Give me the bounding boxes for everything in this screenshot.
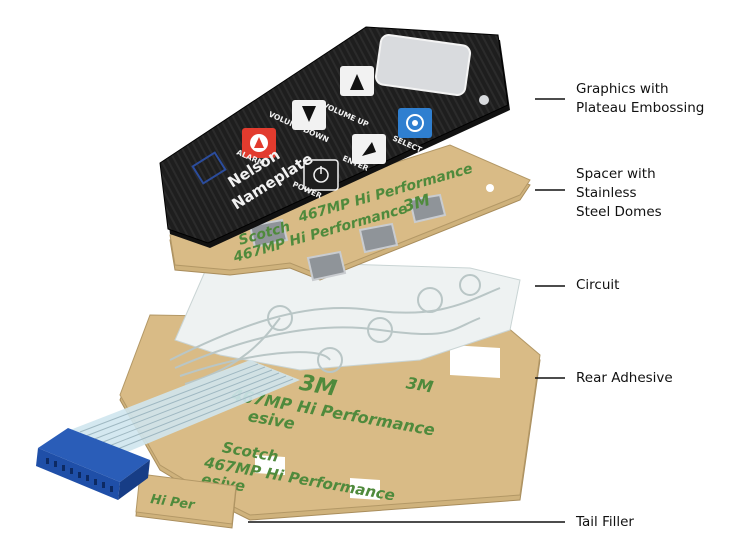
adhesive-brand-3m-2: 3M	[405, 373, 435, 396]
spacer-callout-line-3: Steel Domes	[576, 204, 662, 220]
circuit-pad	[459, 274, 481, 296]
tail-filler-callout-line: Tail Filler	[576, 514, 634, 530]
circuit-trace	[179, 351, 331, 377]
connector	[36, 428, 150, 500]
graphic-overlay: VOLUME UP VOLUME DOWN SELECT ALARM ENTER…	[159, 26, 510, 248]
spacer-callout-line-2: Stainless	[576, 185, 637, 201]
spacer-hole	[486, 184, 494, 192]
tail-filler-layer: Hi Per	[135, 473, 237, 529]
circuit-pad	[317, 347, 343, 373]
circuit-trace	[184, 317, 281, 385]
display-window	[374, 34, 472, 96]
steel-dome	[358, 222, 399, 254]
circuit-trace	[174, 317, 481, 369]
circuit-pad	[417, 287, 443, 313]
power-key[interactable]	[303, 159, 339, 191]
graphics-callout-line-1: Graphics with	[576, 81, 669, 97]
tail-filler-text: Hi Per	[149, 492, 196, 513]
spacer-layer: Scotch 467MP Hi Performance 467MP Hi Per…	[169, 144, 531, 282]
adhesive-cutout	[450, 345, 500, 378]
circuit-callout: Circuit	[576, 276, 619, 295]
spacer-callout: Spacer with Stainless Steel Domes	[576, 165, 662, 222]
select-icon	[406, 114, 424, 132]
adhesive-cutout	[350, 478, 380, 500]
enter-icon	[362, 142, 376, 156]
tail-filler-callout: Tail Filler	[576, 513, 634, 532]
graphics-callout-line-2: Plateau Embossing	[576, 100, 705, 116]
circuit-pad	[367, 317, 393, 343]
volume-up-icon	[350, 74, 364, 90]
logo-mark-icon	[191, 151, 227, 185]
graphics-callout: Graphics with Plateau Embossing	[576, 80, 704, 118]
select-key[interactable]	[398, 108, 432, 138]
steel-dome	[248, 218, 289, 249]
flex-tail	[70, 360, 300, 455]
circuit-layer	[169, 259, 521, 385]
volume-down-key[interactable]	[292, 100, 326, 130]
steel-dome	[306, 250, 347, 282]
volume-up-key[interactable]	[340, 66, 374, 96]
adhesive-cutout	[255, 455, 285, 475]
rear-adhesive-callout-line: Rear Adhesive	[576, 370, 673, 386]
volume-down-icon	[302, 106, 316, 122]
circuit-pad	[267, 305, 293, 331]
enter-key[interactable]	[352, 134, 386, 164]
circuit-trace	[169, 287, 501, 361]
circuit-callout-line: Circuit	[576, 277, 620, 293]
spacer-callout-line-1: Spacer with	[576, 166, 656, 182]
steel-dome	[408, 193, 447, 224]
led-indicator	[479, 95, 489, 105]
alarm-key[interactable]	[242, 128, 276, 158]
rear-adhesive-callout: Rear Adhesive	[576, 369, 673, 388]
